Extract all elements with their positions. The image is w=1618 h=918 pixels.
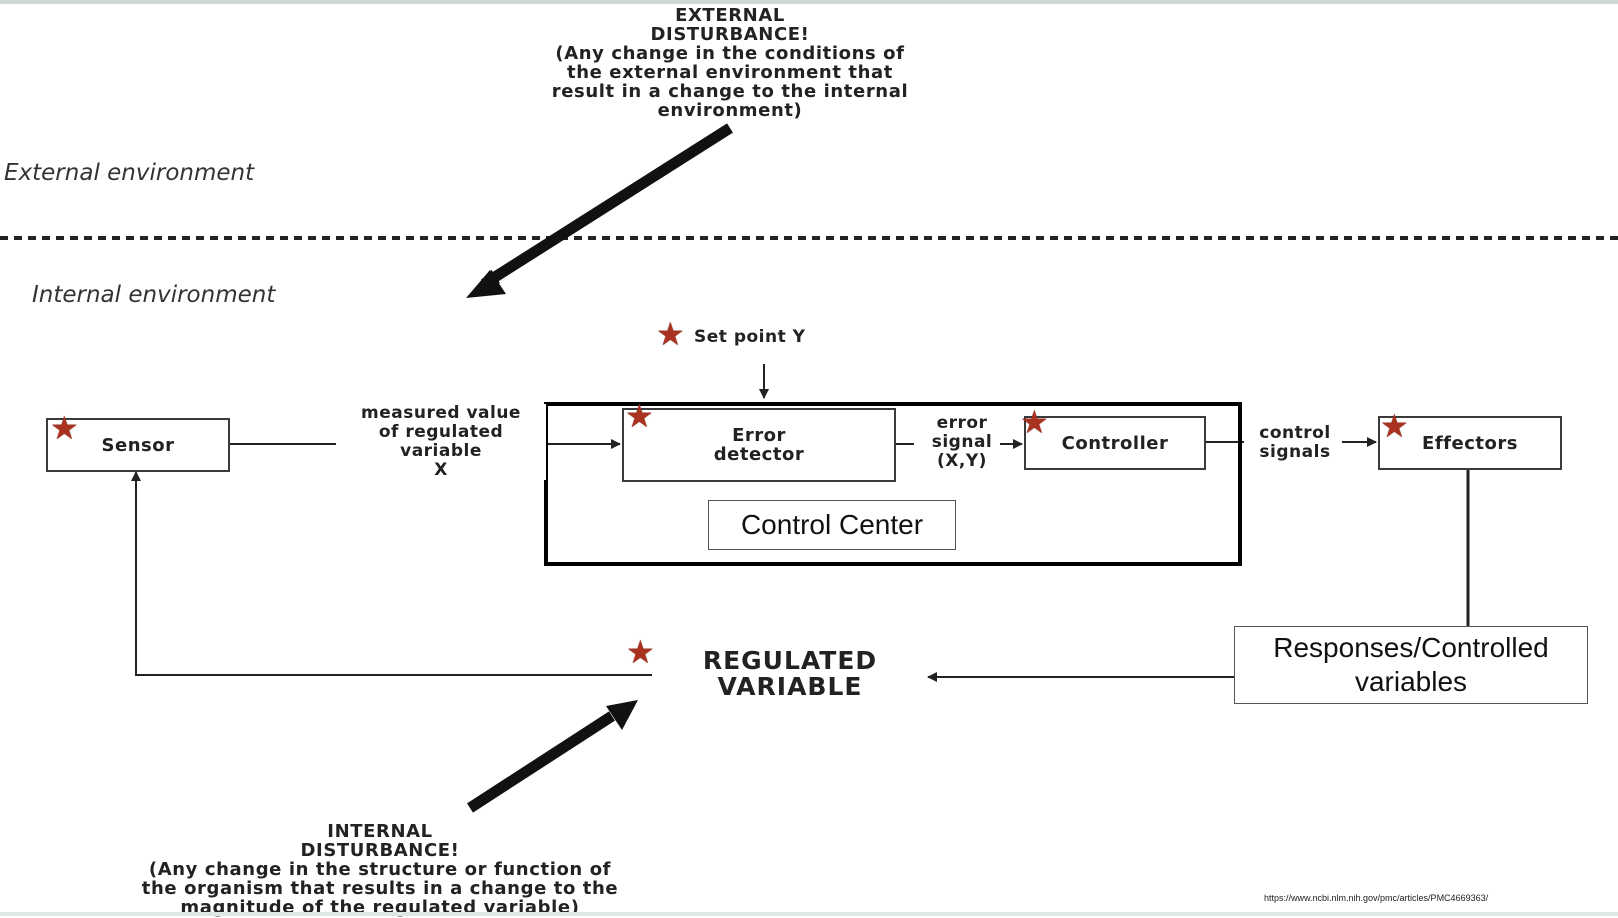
error-detector-block: Error detector [622,408,896,482]
star-icon: ★ [50,409,79,447]
controller-block: Controller [1024,416,1206,470]
regulated-variable-label: REGULATED VARIABLE [702,646,878,701]
external-environment-label: External environment [4,160,255,186]
bottom-edge-strip [0,912,1618,916]
responses-controlled-variables-box: Responses/Controlled variables [1234,626,1588,704]
measured-value-label: measured value of regulated variable X [336,404,546,480]
star-icon: ★ [656,315,685,353]
source-url: https://www.ncbi.nlm.nih.gov/pmc/article… [1264,893,1489,903]
external-disturbance-label: EXTERNAL DISTURBANCE! (Any change in the… [551,5,909,121]
star-icon: ★ [1020,403,1049,441]
control-center-label: Control Center [708,500,956,550]
internal-environment-label: Internal environment [32,282,276,308]
star-icon: ★ [626,633,655,671]
star-icon: ★ [625,397,654,435]
external-disturbance-arrow [481,123,733,289]
control-center-frame [544,402,1242,566]
set-point-label: Set point Y [694,327,806,347]
feedback-to-sensor-arrow [131,471,652,676]
error-signal-label: error signal (X,Y) [931,413,993,471]
control-signals-label: control signals [1259,423,1331,462]
sensor-block: Sensor [46,418,230,472]
internal-disturbance-arrow [467,711,615,813]
top-edge-strip [0,0,1618,4]
internal-disturbance-label: INTERNAL DISTURBANCE! (Any change in the… [141,821,619,918]
effectors-block: Effectors [1378,416,1562,470]
star-icon: ★ [1380,407,1409,445]
